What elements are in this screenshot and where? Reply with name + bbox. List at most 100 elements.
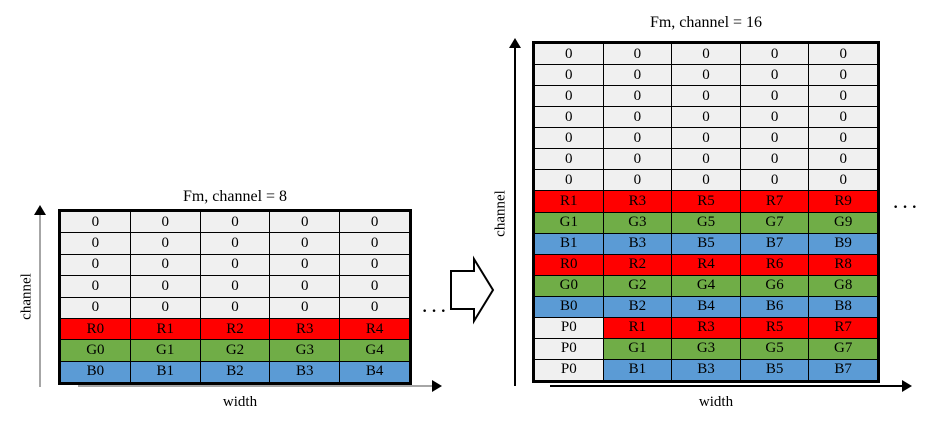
left-cell-r0-c4: 0	[339, 210, 410, 234]
right-cell-r0-c3: 0	[739, 42, 810, 66]
left-cell-r6-c3: G3	[269, 339, 341, 362]
right-cell-r11-c3: G6	[739, 274, 810, 297]
right-cell-r7-c0: R1	[534, 190, 604, 213]
axis-arrowhead	[902, 380, 912, 392]
left-cell-r1-c2: 0	[199, 232, 271, 255]
right-cell-r13-c2: R3	[671, 316, 741, 339]
left-cell-r0-c1: 0	[129, 210, 201, 234]
right-cell-r10-c1: R2	[602, 253, 673, 276]
right-cell-r8-c1: G3	[602, 211, 673, 234]
right-cell-r0-c4: 0	[808, 42, 878, 66]
right-cell-r10-c4: R8	[808, 253, 878, 276]
right-cell-r7-c3: R7	[739, 190, 810, 213]
axis-shaft	[514, 46, 516, 386]
right-cell-r11-c1: G2	[602, 274, 673, 297]
axis-shaft	[39, 213, 41, 387]
left-cell-r7-c4: B4	[339, 360, 410, 384]
right-cell-r8-c4: G9	[808, 211, 878, 234]
right-cell-r0-c2: 0	[671, 42, 741, 66]
left-cell-r0-c0: 0	[60, 210, 131, 234]
right-cell-r1-c3: 0	[739, 64, 810, 87]
right-cell-r9-c2: B5	[671, 232, 741, 255]
left-width-axis-arrow	[78, 380, 442, 392]
right-cell-r4-c4: 0	[808, 127, 878, 150]
right-channel-axis-label: channel	[492, 190, 509, 237]
right-cell-r3-c4: 0	[808, 106, 878, 129]
right-cell-r8-c2: G5	[671, 211, 741, 234]
right-cell-r13-c4: R7	[808, 316, 878, 339]
left-panel-title: Fm, channel = 8	[182, 188, 288, 205]
left-cell-r0-c2: 0	[199, 210, 271, 234]
left-cell-r3-c4: 0	[339, 275, 410, 298]
left-cell-r4-c3: 0	[269, 296, 341, 319]
right-cell-r8-c0: G1	[534, 211, 604, 234]
right-cell-r14-c3: G5	[739, 337, 810, 360]
right-cell-r15-c2: B3	[671, 358, 741, 382]
right-cell-r3-c3: 0	[739, 106, 810, 129]
left-cell-r6-c0: G0	[60, 339, 131, 362]
right-cell-r5-c2: 0	[671, 148, 741, 171]
axis-shaft	[78, 385, 433, 387]
left-cell-r5-c4: R4	[339, 317, 410, 341]
left-cell-r3-c2: 0	[199, 275, 271, 298]
left-cell-r4-c2: 0	[199, 296, 271, 319]
transform-block-arrow-icon	[448, 255, 496, 325]
left-cell-r7-c3: B3	[269, 360, 341, 384]
right-cell-r6-c4: 0	[808, 169, 878, 192]
right-cell-r3-c1: 0	[602, 106, 673, 129]
left-channel-axis-label: channel	[18, 273, 35, 320]
right-cell-r6-c2: 0	[671, 169, 741, 192]
right-cell-r6-c3: 0	[739, 169, 810, 192]
right-cell-r14-c4: G7	[808, 337, 878, 360]
right-cell-r7-c1: R3	[602, 190, 673, 213]
left-cell-r4-c4: 0	[339, 296, 410, 319]
left-cell-r5-c3: R3	[269, 317, 341, 341]
axis-arrowhead	[34, 205, 46, 215]
left-cell-r5-c0: R0	[60, 317, 131, 341]
right-cell-r11-c2: G4	[671, 274, 741, 297]
right-cell-r4-c3: 0	[739, 127, 810, 150]
right-cell-r6-c1: 0	[602, 169, 673, 192]
right-cell-r0-c0: 0	[534, 42, 604, 66]
left-cell-r7-c1: B1	[129, 360, 201, 384]
right-cell-r6-c0: 0	[534, 169, 604, 192]
right-cell-r12-c3: B6	[739, 295, 810, 318]
left-cell-r2-c3: 0	[269, 253, 341, 277]
right-cell-r14-c2: G3	[671, 337, 741, 360]
right-cell-r1-c0: 0	[534, 64, 604, 87]
right-cell-r13-c1: R1	[602, 316, 673, 339]
right-cell-r0-c1: 0	[602, 42, 673, 66]
right-cell-r8-c3: G7	[739, 211, 810, 234]
right-cell-r7-c4: R9	[808, 190, 878, 213]
right-cell-r15-c3: B5	[739, 358, 810, 382]
right-cell-r4-c1: 0	[602, 127, 673, 150]
right-cell-r2-c1: 0	[602, 85, 673, 108]
right-cell-r2-c3: 0	[739, 85, 810, 108]
right-cell-r5-c4: 0	[808, 148, 878, 171]
left-cell-r4-c1: 0	[129, 296, 201, 319]
right-cell-r11-c4: G8	[808, 274, 878, 297]
right-channel-axis-arrow	[509, 38, 521, 386]
left-cell-r6-c4: G4	[339, 339, 410, 362]
right-cell-r13-c0: P0	[534, 316, 604, 339]
left-cell-r3-c1: 0	[129, 275, 201, 298]
left-table-ellipsis: ···	[421, 298, 449, 323]
left-cell-r5-c1: R1	[129, 317, 201, 341]
